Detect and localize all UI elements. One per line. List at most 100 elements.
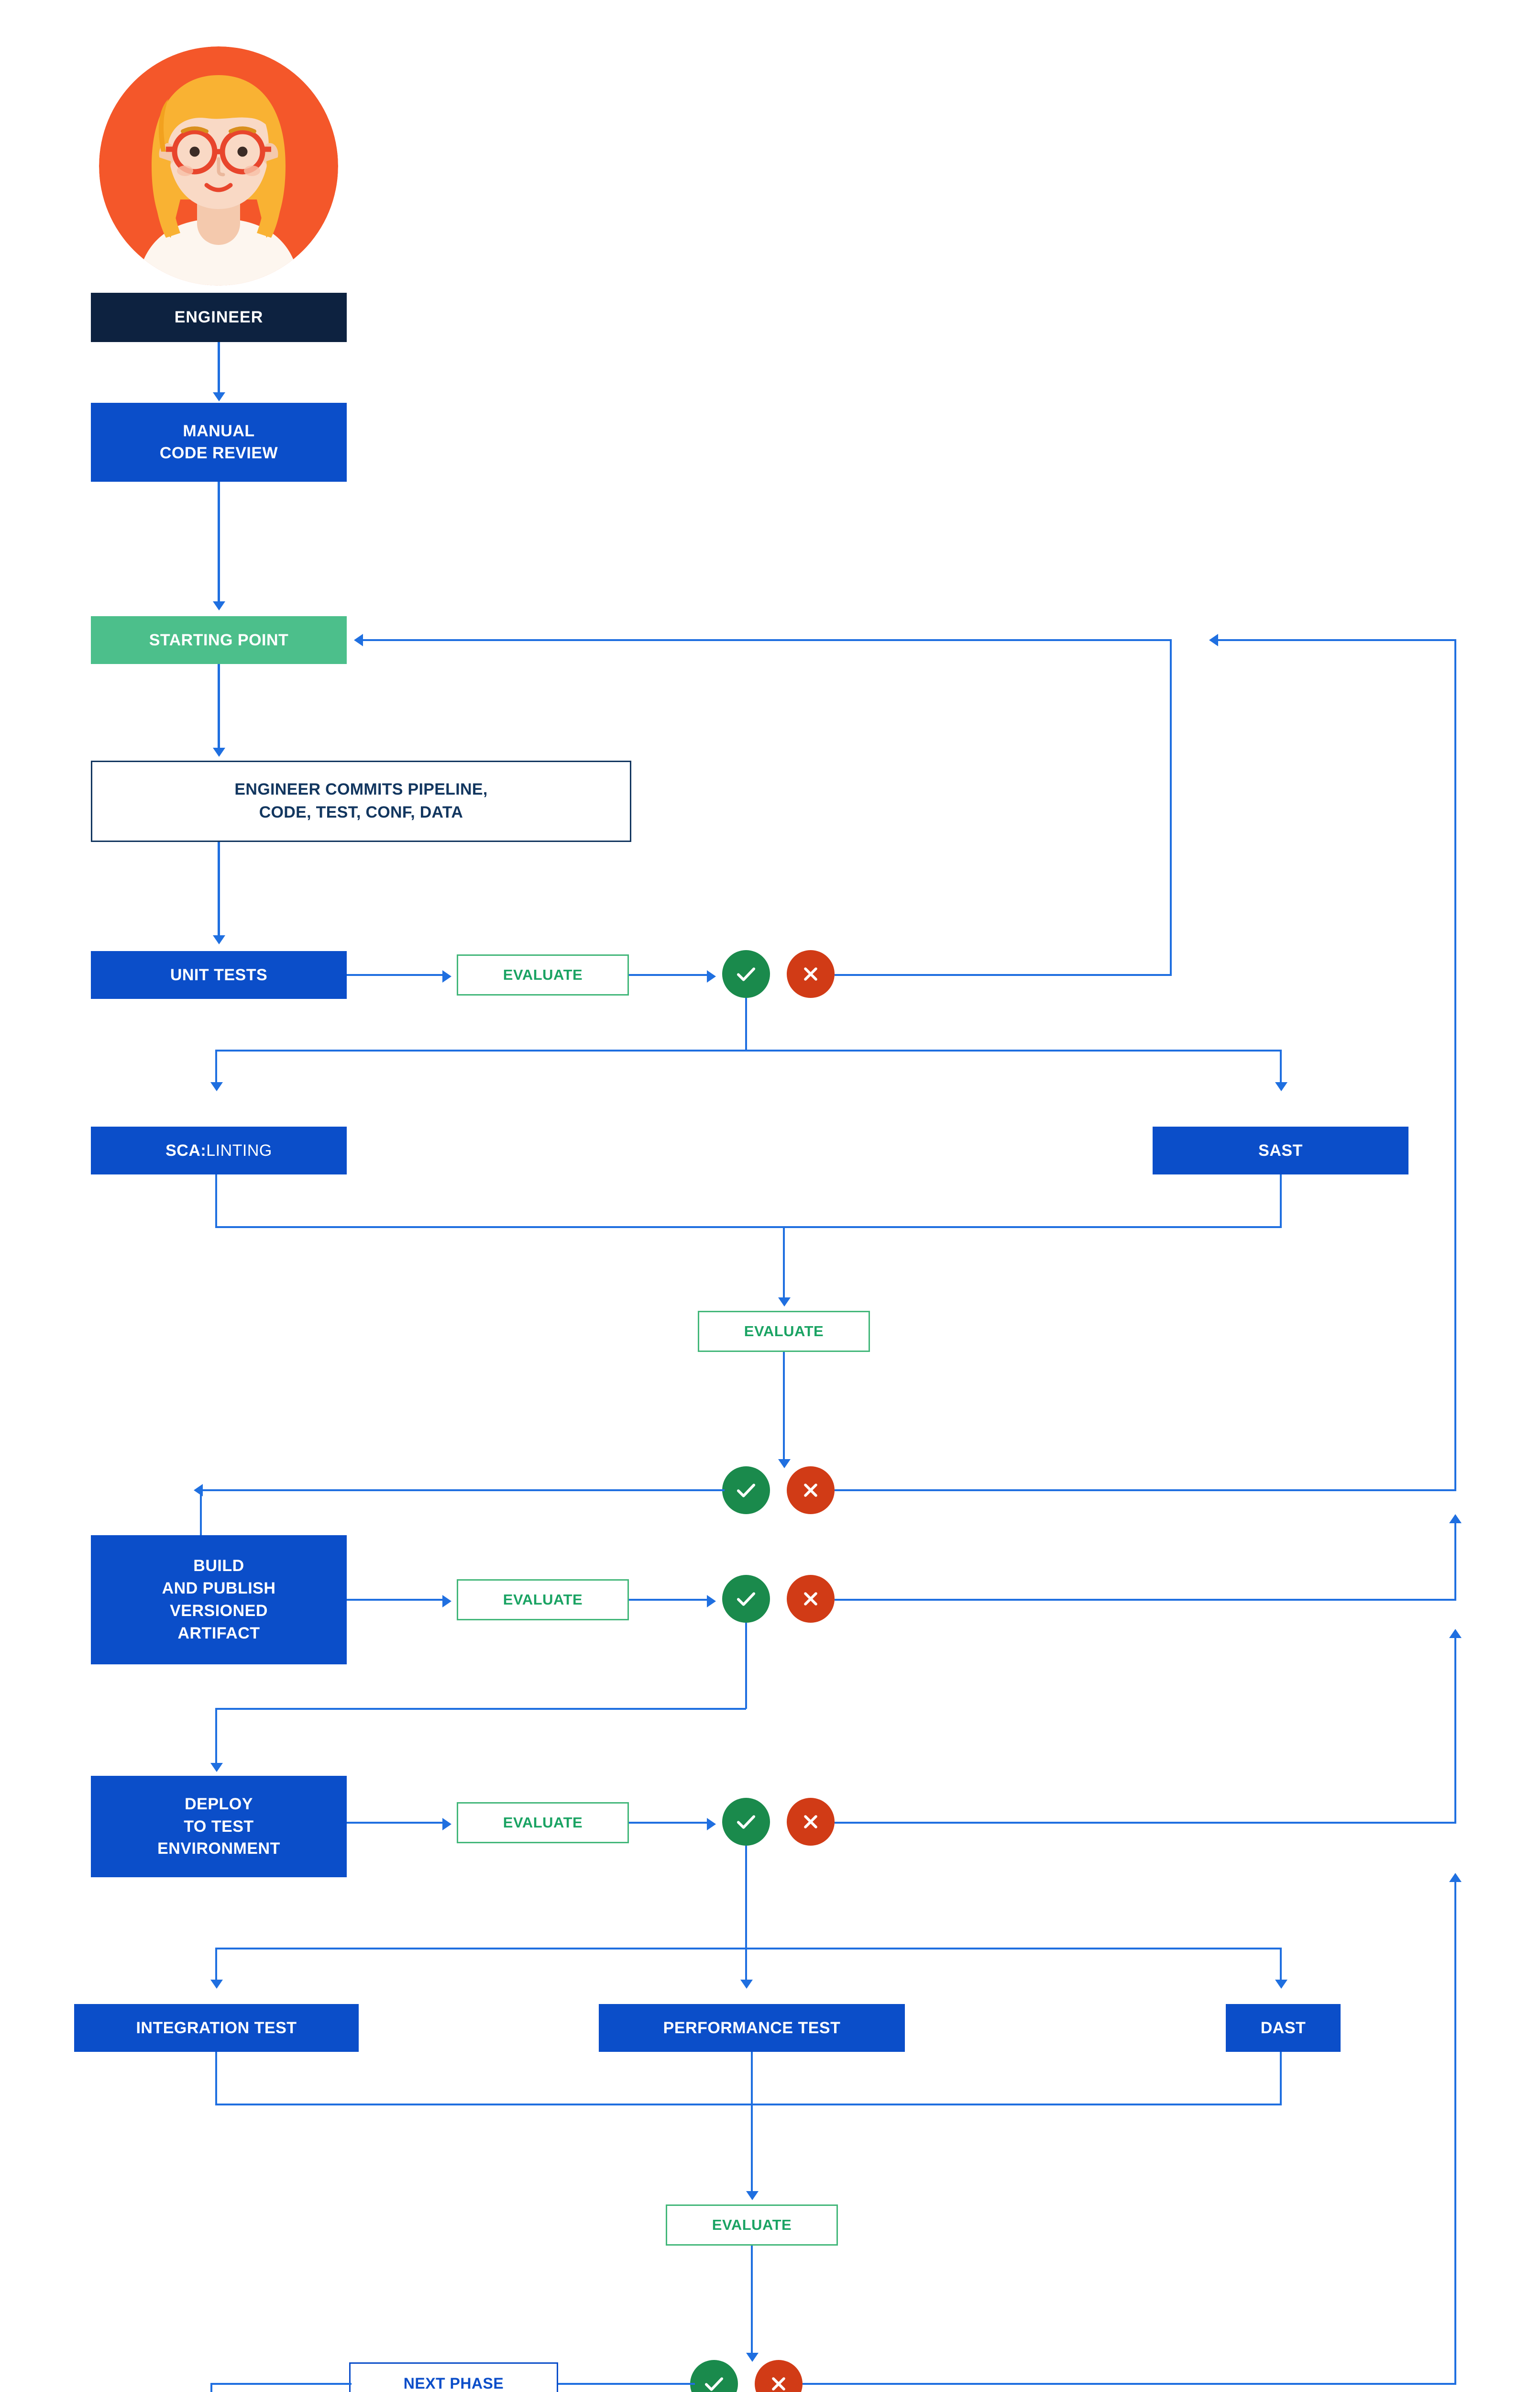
arrowhead-eval3-to-badges — [707, 1595, 716, 1607]
fail2-horizontal — [835, 1489, 1456, 1491]
node-evaluate-3-label: EVALUATE — [503, 1591, 583, 1608]
pass1-split — [215, 1050, 1282, 1052]
pass4-split — [215, 1948, 1282, 1949]
node-sca-suffix: LINTING — [206, 1141, 272, 1160]
fail2-return-top — [1215, 639, 1456, 641]
badge-fail-3 — [787, 1575, 835, 1623]
fail1-horizontal — [835, 974, 1172, 976]
connector-eval3-to-badges — [629, 1599, 710, 1601]
node-integration-test-label: INTEGRATION TEST — [136, 2018, 297, 2037]
arrowhead-fail2-return — [1209, 634, 1218, 646]
engineer-avatar — [99, 46, 338, 286]
sast-down — [1280, 1174, 1282, 1227]
far-right-bus — [1454, 639, 1456, 1491]
node-manual-code-review-line2: CODE REVIEW — [159, 443, 278, 462]
fail1-return — [361, 639, 1172, 641]
node-build-line1: BUILD — [193, 1557, 244, 1575]
node-next-phase: NEXT PHASE — [349, 2362, 558, 2392]
dast-down — [1280, 2052, 1282, 2104]
next-phase-out — [210, 2383, 352, 2385]
arrowhead-pass4-left — [210, 1980, 223, 1989]
check-icon — [737, 1592, 756, 1606]
x-icon — [804, 1484, 817, 1497]
tests-join — [215, 2104, 1282, 2105]
join-to-eval2 — [783, 1226, 785, 1300]
node-starting-point: STARTING POINT — [91, 616, 347, 664]
node-engineer: ENGINEER — [91, 293, 347, 342]
next-phase-down — [210, 2383, 212, 2392]
node-evaluate-4-label: EVALUATE — [503, 1814, 583, 1831]
arrowhead-pass4-right — [1275, 1980, 1287, 1989]
arrowhead-build-to-eval3 — [442, 1595, 451, 1607]
connector-commits-to-unit — [218, 842, 220, 938]
node-deploy-line3: ENVIRONMENT — [157, 1839, 280, 1858]
node-build-publish-artifact: BUILD AND PUBLISH VERSIONED ARTIFACT — [91, 1535, 347, 1664]
node-engineer-commits: ENGINEER COMMITS PIPELINE, CODE, TEST, C… — [91, 761, 631, 842]
arrowhead-engineer-to-review — [213, 392, 225, 401]
node-engineer-commits-line2: CODE, TEST, CONF, DATA — [259, 803, 463, 821]
eval5-down — [751, 2246, 753, 2356]
node-deploy-line2: TO TEST — [184, 1817, 254, 1836]
pass1-right-branch — [1280, 1050, 1282, 1085]
node-evaluate-1: EVALUATE — [457, 954, 629, 996]
x-icon — [804, 1815, 817, 1828]
node-build-line2: AND PUBLISH — [162, 1579, 276, 1598]
badge-pass-2 — [722, 1466, 770, 1514]
check-icon — [737, 967, 756, 981]
pass4-mid-branch — [745, 1948, 747, 1983]
arrowhead-unit-to-eval1 — [442, 970, 451, 983]
arrowhead-review-to-start — [213, 601, 225, 610]
pass3-down2 — [215, 1708, 217, 1765]
pass4-left-branch — [215, 1948, 217, 1983]
connector-start-to-commits — [218, 664, 220, 750]
node-next-phase-label: NEXT PHASE — [403, 2374, 504, 2392]
eval2-down — [783, 1352, 785, 1462]
node-sast-label: SAST — [1258, 1141, 1303, 1160]
connector-review-to-start — [218, 482, 220, 604]
x-icon — [804, 1592, 817, 1606]
connector-eval4-to-badges — [629, 1822, 710, 1824]
fail4-horizontal — [835, 1822, 1456, 1824]
node-sca-linting: SCA: LINTING — [91, 1127, 347, 1174]
node-evaluate-3: EVALUATE — [457, 1579, 629, 1620]
node-build-line3: VERSIONED — [170, 1602, 268, 1620]
sca-sast-join — [215, 1226, 1282, 1228]
pass3-down — [745, 1623, 747, 1709]
node-engineer-commits-line1: ENGINEER COMMITS PIPELINE, — [234, 780, 488, 799]
node-evaluate-2: EVALUATE — [698, 1311, 870, 1352]
connector-eval1-to-badges — [629, 974, 710, 976]
fail3-horizontal — [835, 1599, 1456, 1601]
node-performance-test: PERFORMANCE TEST — [599, 2004, 905, 2052]
node-dast: DAST — [1226, 2004, 1341, 2052]
pass2-left — [201, 1489, 725, 1491]
badge-fail-4 — [787, 1798, 835, 1846]
pass1-down — [745, 998, 747, 1051]
arrowhead-eval4-to-badges — [707, 1818, 716, 1830]
node-unit-tests-label: UNIT TESTS — [170, 965, 268, 984]
badge-pass-4 — [722, 1798, 770, 1846]
node-evaluate-1-label: EVALUATE — [503, 966, 583, 983]
node-engineer-label: ENGINEER — [174, 308, 264, 326]
arrowhead-join-to-eval2 — [778, 1297, 791, 1307]
check-icon — [704, 2377, 724, 2391]
pass4-right-branch — [1280, 1948, 1282, 1983]
x-icon — [772, 2377, 785, 2391]
connector-engineer-to-review — [218, 342, 220, 395]
arrowhead-fail3-up — [1449, 1514, 1462, 1523]
node-integration-test: INTEGRATION TEST — [74, 2004, 359, 2052]
arrowhead-tests-to-eval5 — [746, 2191, 759, 2200]
fail3-vertical — [1454, 1521, 1456, 1600]
performance-down — [751, 2052, 753, 2104]
tests-join-to-eval5 — [751, 2104, 753, 2194]
arrowhead-eval1-to-badges — [707, 970, 716, 983]
arrowhead-start-to-commits — [213, 748, 225, 757]
arrowhead-fail4-up — [1449, 1629, 1462, 1638]
arrowhead-eval2-down — [778, 1459, 791, 1468]
connector-unit-to-eval1 — [347, 974, 445, 976]
check-icon — [737, 1484, 756, 1497]
node-deploy-test-env: DEPLOY TO TEST ENVIRONMENT — [91, 1776, 347, 1877]
badge-pass-1 — [722, 950, 770, 998]
pass1-left-branch — [215, 1050, 217, 1085]
pass4-down — [745, 1846, 747, 1949]
pass3-left — [215, 1708, 746, 1710]
